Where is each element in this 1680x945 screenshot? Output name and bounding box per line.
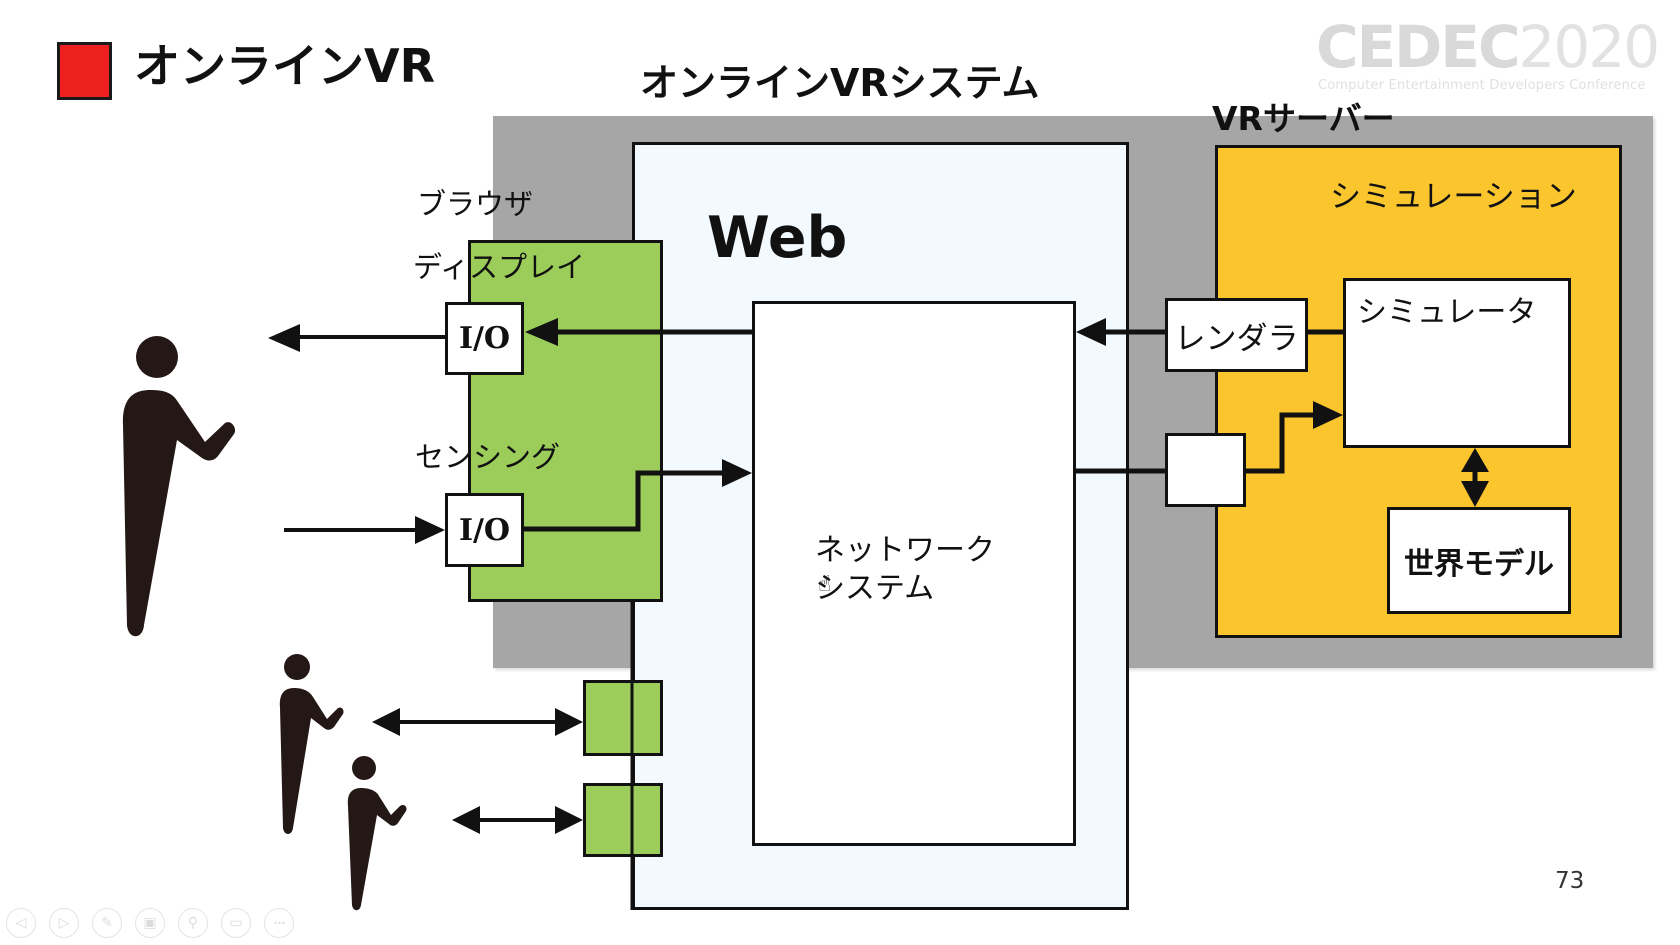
other-user-figure-icon-1 <box>279 654 344 834</box>
arrowhead-up-simulator <box>1461 448 1489 472</box>
io-sensing-box: I/O <box>445 493 524 567</box>
arrowhead-client-1-right <box>555 708 583 736</box>
more-options-button[interactable]: ••• <box>264 908 294 938</box>
arrowhead-client-1-left <box>372 708 400 736</box>
arrowhead-into-network <box>722 459 752 487</box>
previous-slide-button[interactable]: ◁ <box>6 908 36 938</box>
arrowhead-into-display-io <box>525 318 558 346</box>
subtitles-button[interactable]: ▭ <box>221 908 251 938</box>
arrowhead-into-simulator <box>1313 401 1343 429</box>
arrowhead-down-world-model <box>1461 481 1489 507</box>
server-input-port-box <box>1165 433 1246 507</box>
title-marker-square <box>57 42 112 100</box>
client-port-box-2 <box>583 783 663 857</box>
slides-overview-button[interactable]: ▣ <box>135 908 165 938</box>
main-user-figure-icon <box>122 336 236 637</box>
io-display-box: I/O <box>445 302 524 375</box>
wire-sensing-io-to-network <box>524 470 725 532</box>
display-label: ディスプレイ <box>413 250 585 284</box>
page-number: 73 <box>1555 868 1585 894</box>
presentation-toolbar: ◁ ▷ ✎ ▣ ⚲ ▭ ••• <box>6 908 294 942</box>
hand-cursor-icon: ☝ <box>818 572 832 597</box>
arrowhead-client-2-right <box>555 806 583 834</box>
network-label-line1: ネットワーク <box>815 533 995 568</box>
network-system-label: ネットワーク システム <box>815 532 995 608</box>
simulation-label: シミュレーション <box>1330 179 1577 215</box>
sensing-label: センシング <box>415 440 561 474</box>
arrowhead-into-sensing-io <box>415 516 445 544</box>
world-model-box: 世界モデル <box>1387 507 1571 614</box>
logo-year: 2020 <box>1518 13 1661 81</box>
arrowhead-client-2-left <box>452 806 480 834</box>
pen-button[interactable]: ✎ <box>92 908 122 938</box>
next-slide-button[interactable]: ▷ <box>49 908 79 938</box>
simulator-box <box>1343 278 1571 448</box>
vr-server-label: VRサーバー <box>1212 99 1395 138</box>
arrowhead-to-user <box>268 324 300 352</box>
zoom-icon: ⚲ <box>187 915 199 931</box>
pen-icon: ✎ <box>101 915 113 931</box>
more-icon: ••• <box>273 918 285 928</box>
network-label-line2: システム <box>815 571 935 606</box>
client-port-box-1 <box>583 680 663 756</box>
next-icon: ▷ <box>58 915 70 931</box>
network-system-box <box>752 301 1076 846</box>
wire-port-to-simulator <box>1246 412 1318 474</box>
previous-icon: ◁ <box>15 915 27 931</box>
zoom-button[interactable]: ⚲ <box>178 908 208 938</box>
slides-overview-icon: ▣ <box>143 915 157 931</box>
cedec-logo: CEDEC2020 Computer Entertainment Develop… <box>1310 13 1660 94</box>
simulator-label: シミュレータ <box>1357 295 1537 330</box>
browser-label: ブラウザ <box>417 187 534 221</box>
other-user-figure-icon-2 <box>347 756 407 911</box>
system-title: オンラインVRシステム <box>640 61 1040 105</box>
web-label: Web <box>707 205 848 271</box>
arrowhead-renderer-into-network <box>1076 318 1106 346</box>
subtitles-icon: ▭ <box>229 915 243 931</box>
logo-subtitle: Computer Entertainment Developers Confer… <box>1318 78 1646 93</box>
renderer-box: レンダラ <box>1165 298 1308 372</box>
logo-name: CEDEC <box>1316 13 1521 81</box>
slide-title: オンラインVR <box>134 39 436 93</box>
